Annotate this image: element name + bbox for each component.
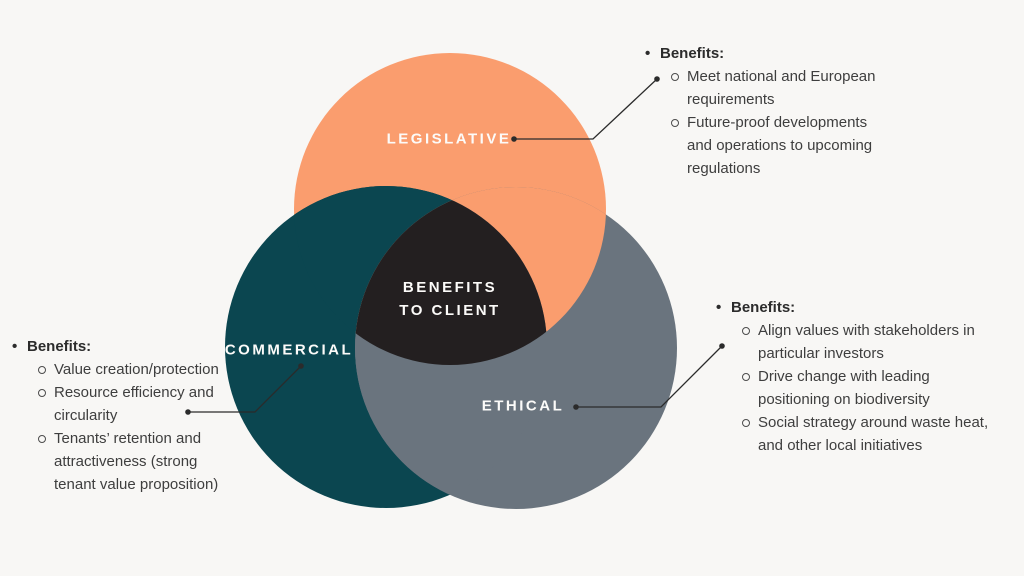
- list-item: Future-proof developments and operations…: [671, 111, 875, 180]
- legislative-label: LEGISLATIVE: [386, 130, 512, 148]
- list-item-line: Align values with stakeholders in: [758, 322, 975, 339]
- hollow-bullet-icon: [742, 327, 750, 335]
- list-item-line: regulations: [687, 160, 761, 177]
- hollow-bullet-icon: [38, 435, 46, 443]
- legislative-connector-dot-outer: [654, 76, 660, 82]
- legislative-benefits-list: • Benefits: Meet national and European r…: [645, 42, 875, 180]
- list-item-line: Resource efficiency and: [54, 384, 214, 401]
- hollow-bullet-icon: [38, 366, 46, 374]
- hollow-bullet-icon: [671, 119, 679, 127]
- center-label-line2: TO CLIENT: [399, 302, 501, 319]
- list-item-line: and operations to upcoming: [687, 137, 873, 154]
- benefits-header-label: Benefits:: [27, 338, 92, 355]
- list-item-line: Social strategy around waste heat,: [758, 414, 989, 431]
- benefits-header: • Benefits:: [716, 296, 988, 319]
- filled-bullet-icon: •: [716, 299, 722, 316]
- commercial-label: COMMERCIAL: [224, 341, 354, 359]
- list-item-line: Value creation/protection: [54, 361, 219, 378]
- hollow-bullet-icon: [742, 419, 750, 427]
- filled-bullet-icon: •: [12, 338, 18, 355]
- benefits-header-label: Benefits:: [660, 45, 725, 62]
- list-item-line: Meet national and European: [687, 68, 876, 85]
- list-item: Resource efficiency and circularity: [38, 381, 219, 427]
- ethical-benefits-list: • Benefits: Align values with stakeholde…: [716, 296, 988, 457]
- ethical-connector-dot-inner: [573, 404, 579, 410]
- commercial-benefits-list: • Benefits: Value creation/protection Re…: [12, 335, 219, 496]
- benefits-header-label: Benefits:: [731, 299, 796, 316]
- hollow-bullet-icon: [671, 73, 679, 81]
- list-item-line: attractiveness (strong: [54, 453, 198, 470]
- list-item-line: and other local initiatives: [758, 437, 923, 454]
- list-item: Social strategy around waste heat, and o…: [742, 411, 988, 457]
- list-item-line: Future-proof developments: [687, 114, 868, 131]
- list-item-line: tenant value proposition): [54, 476, 219, 493]
- list-item: Meet national and European requirements: [671, 65, 875, 111]
- hollow-bullet-icon: [742, 373, 750, 381]
- center-label-line1: BENEFITS: [402, 279, 498, 296]
- ethical-connector-line: [576, 345, 723, 408]
- list-item-line: circularity: [54, 407, 118, 424]
- ethical-connector-dot-outer: [719, 343, 725, 349]
- list-item: Tenants’ retention and attractiveness (s…: [38, 427, 219, 496]
- legislative-connector-line: [514, 78, 658, 140]
- triple-intersection: [355, 187, 547, 365]
- list-item-line: particular investors: [758, 345, 884, 362]
- list-item: Align values with stakeholders in partic…: [742, 319, 988, 365]
- legislative-connector-dot-inner: [511, 136, 517, 142]
- benefits-header: • Benefits:: [12, 335, 219, 358]
- hollow-bullet-icon: [38, 389, 46, 397]
- list-item-line: Drive change with leading: [758, 368, 930, 385]
- list-item-line: requirements: [687, 91, 775, 108]
- list-item-line: Tenants’ retention and: [54, 430, 202, 447]
- benefits-header: • Benefits:: [645, 42, 875, 65]
- filled-bullet-icon: •: [645, 45, 651, 62]
- list-item-line: positioning on biodiversity: [758, 391, 930, 408]
- list-item: Drive change with leading positioning on…: [742, 365, 988, 411]
- commercial-connector-line: [188, 365, 302, 413]
- list-item: Value creation/protection: [38, 358, 219, 381]
- center-label: BENEFITS TO CLIENT: [399, 276, 500, 322]
- commercial-connector-dot-inner: [298, 363, 304, 369]
- commercial-connector-dot-outer: [185, 409, 191, 415]
- ethical-label: ETHICAL: [481, 397, 565, 415]
